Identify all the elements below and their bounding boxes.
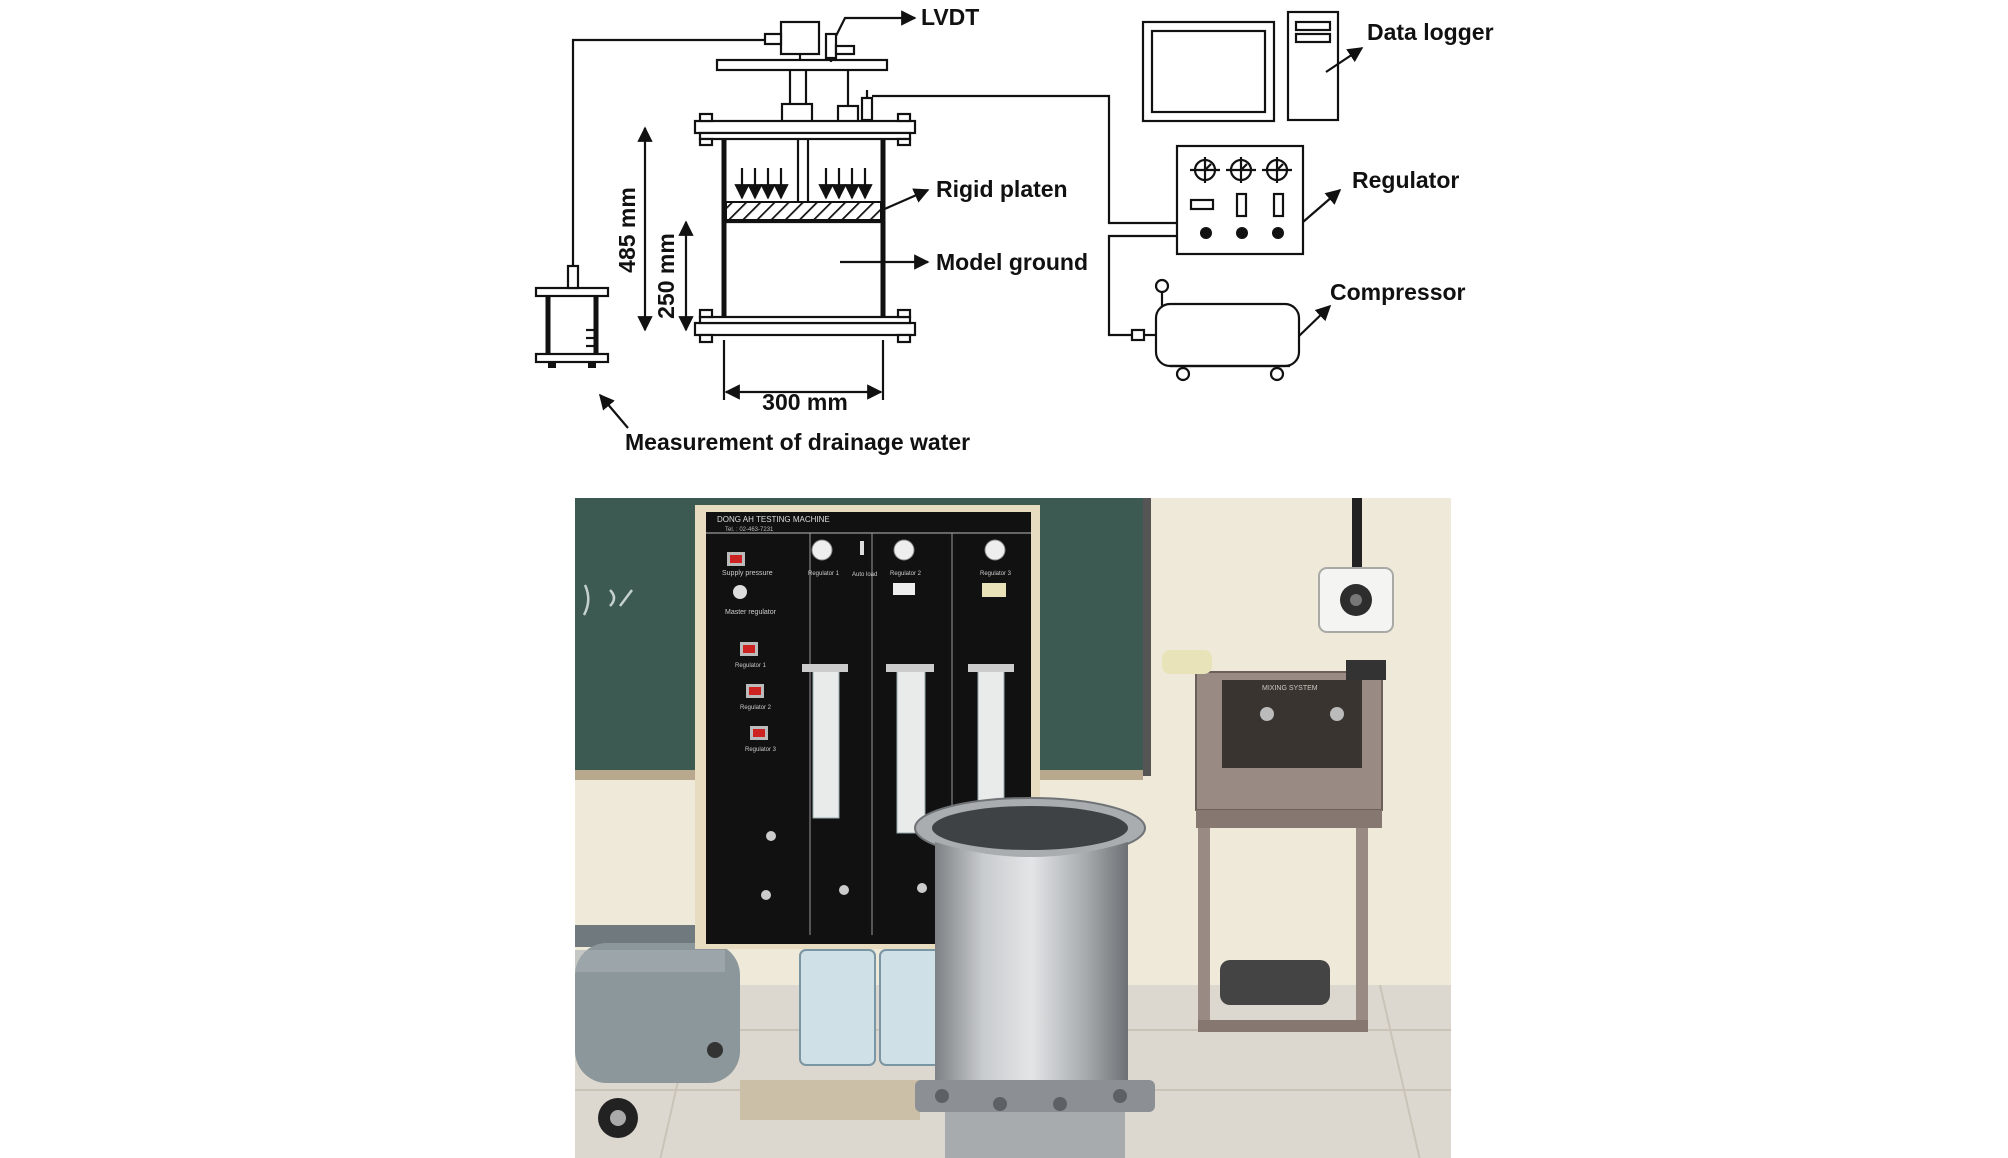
sticky-note: [982, 583, 1006, 597]
label-300mm: 300 mm: [762, 389, 848, 415]
drainage-cylinder: [534, 38, 765, 429]
gauge-regulator-3: [984, 539, 1006, 561]
pressure-arrows: [734, 168, 873, 200]
cylinder-base-flange: [915, 1080, 1155, 1112]
dimensions: 485 mm 250 mm 300 mm: [614, 126, 885, 415]
gauge-regulator-1: [811, 539, 833, 561]
label-regulator-1-display: Regulator 1: [735, 663, 767, 669]
label-data-logger: Data logger: [1367, 19, 1494, 45]
label-250mm: 250 mm: [653, 233, 679, 319]
panel-header: DONG AH TESTING MACHINE: [717, 515, 830, 524]
air-inlet-port: [860, 96, 874, 122]
vacuum-pump: [1220, 960, 1330, 1005]
label-regulator-2-display: Regulator 2: [740, 705, 772, 711]
cell-bottom-flange: [693, 321, 917, 337]
piston-head: [780, 102, 814, 124]
compressor-unit: Compressor: [1130, 278, 1466, 382]
panel-tel: Tel. : 02-463-7231: [725, 527, 774, 533]
schematic: 485 mm 250 mm 300 mm LVDT Rigid platen M…: [534, 4, 1494, 455]
burette-2: [896, 667, 926, 834]
loading-frame: [715, 20, 889, 124]
label-lvdt: LVDT: [921, 4, 979, 30]
compressor-tank: [1154, 302, 1301, 368]
cell-top-flange: [693, 119, 917, 135]
mixing-system-label: MIXING SYSTEM: [1262, 685, 1318, 692]
label-rigid-platen: Rigid platen: [936, 176, 1068, 202]
chalk-writing: [582, 584, 633, 616]
cylinder-body: [935, 842, 1128, 1107]
data-logger: Data logger: [1141, 10, 1494, 123]
gauge-regulator-2: [893, 539, 915, 561]
guide-block: [836, 104, 860, 124]
photo-compressor: [575, 925, 740, 1138]
label-supply-pressure: Supply pressure: [722, 570, 773, 577]
steel-cylinder: [914, 797, 1155, 1158]
drainage-tube: [571, 38, 765, 266]
label-master-regulator: Master regulator: [725, 609, 777, 616]
top-crossbar: [715, 58, 889, 72]
label-regulator: Regulator: [1352, 167, 1459, 193]
label-regulator-3-display: Regulator 3: [745, 747, 777, 753]
cell-to-regulator-line: [872, 94, 1177, 225]
pressure-cell: [693, 90, 917, 344]
label-model-ground: Model ground: [936, 249, 1088, 275]
scale-display: [1346, 660, 1386, 680]
compressor-gauge: [1154, 278, 1170, 294]
regulator-unit: Regulator: [1175, 144, 1459, 256]
control-panel: DONG AH TESTING MACHINE Tel. : 02-463-72…: [695, 505, 1040, 949]
label-drainage: Measurement of drainage water: [625, 429, 970, 455]
connector: [763, 32, 783, 46]
load-cell: [779, 20, 821, 56]
label-485mm: 485 mm: [614, 187, 640, 273]
burette-1: [812, 667, 840, 819]
label-compressor: Compressor: [1330, 279, 1466, 305]
rigid-platen: [725, 201, 882, 221]
drainage-bottle-1: [799, 949, 876, 1066]
mixing-panel: [1222, 680, 1362, 768]
master-regulator-knob: [733, 585, 747, 599]
mixing-cabinet: MIXING SYSTEM: [1162, 650, 1386, 1032]
regulator-gauges: [1190, 157, 1292, 183]
lvdt-sensor: [824, 32, 838, 60]
label-regulator-2-gauge: Regulator 2: [890, 571, 922, 577]
apparatus-photo: DONG AH TESTING MACHINE Tel. : 02-463-72…: [575, 498, 1451, 1158]
label-regulator-1-gauge: Regulator 1: [808, 571, 840, 577]
regulator-to-compressor-line: [1107, 234, 1177, 337]
label-auto-load: Auto load: [852, 572, 877, 578]
label-regulator-3-gauge: Regulator 3: [980, 571, 1012, 577]
